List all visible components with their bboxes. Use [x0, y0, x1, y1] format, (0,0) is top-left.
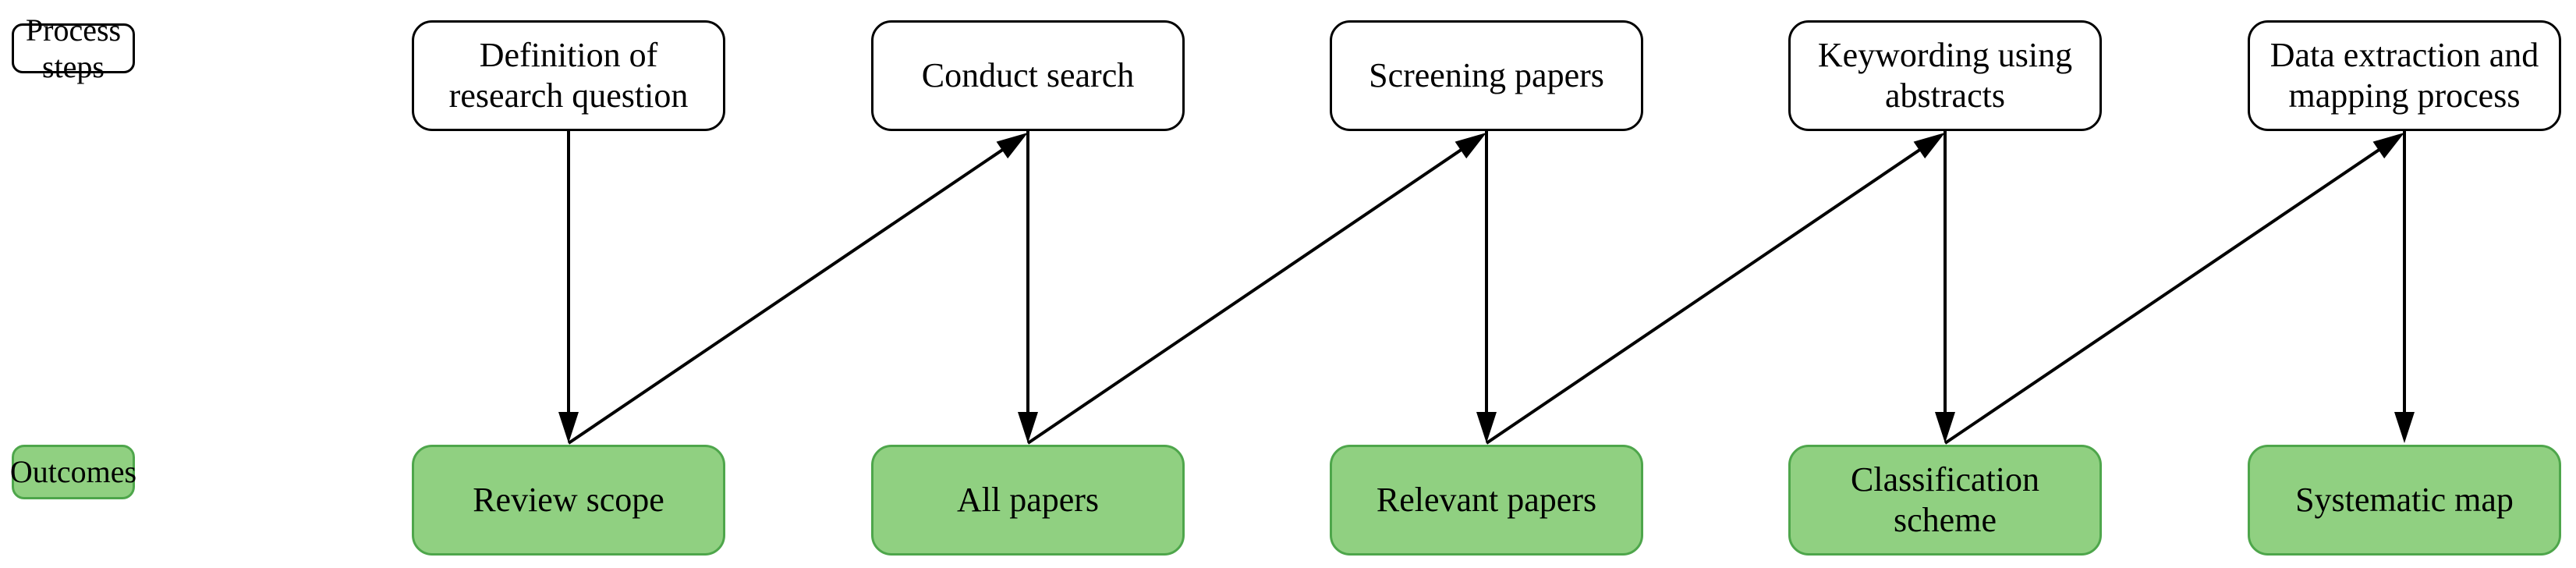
- arrow-p5-to-o5: [2394, 131, 2415, 443]
- arrow-p4-to-o4: [1935, 131, 1955, 443]
- node-label: Review scope: [473, 481, 664, 520]
- outcome-node-all-papers[interactable]: All papers: [871, 445, 1185, 556]
- arrow-p3-to-o3: [1476, 131, 1497, 443]
- outcome-node-classification-scheme[interactable]: Classification scheme: [1788, 445, 2102, 556]
- node-label: Data extraction and mapping process: [2270, 36, 2539, 115]
- arrow-shaft: [567, 147, 1006, 445]
- node-label: Keywording using abstracts: [1817, 36, 2073, 115]
- arrow-p2-to-o2: [1018, 131, 1038, 443]
- outcome-node-systematic-map[interactable]: Systematic map: [2248, 445, 2561, 556]
- node-label: Process steps: [25, 12, 122, 84]
- node-label: Classification scheme: [1851, 460, 2039, 539]
- arrow-head-icon: [996, 133, 1028, 159]
- node-label: Screening papers: [1369, 56, 1604, 95]
- node-label: Conduct search: [921, 56, 1135, 95]
- outcome-node-outcomes[interactable]: Outcomes: [10, 445, 136, 499]
- arrow-o2-to-p3: [1026, 133, 1486, 445]
- node-label: Definition of research question: [448, 36, 689, 115]
- arrow-shaft: [1944, 147, 2383, 445]
- process-node-screening-papers[interactable]: Screening papers: [1330, 20, 1643, 131]
- process-node-keywording-using-abstracts[interactable]: Keywording using abstracts: [1788, 20, 2102, 131]
- process-node-conduct-search[interactable]: Conduct search: [871, 20, 1185, 131]
- arrow-p1-to-o1: [558, 131, 579, 443]
- process-node-data-extraction-and-mapping-process[interactable]: Data extraction and mapping process: [2248, 20, 2561, 131]
- outcome-node-relevant-papers[interactable]: Relevant papers: [1330, 445, 1643, 556]
- arrow-head-icon: [2372, 133, 2404, 159]
- outcome-node-review-scope[interactable]: Review scope: [412, 445, 725, 556]
- arrow-o3-to-p4: [1485, 133, 1945, 445]
- arrow-head-icon: [1455, 133, 1486, 159]
- arrow-head-icon: [1935, 412, 1955, 443]
- arrow-o4-to-p5: [1944, 133, 2404, 445]
- arrow-head-icon: [1476, 412, 1497, 443]
- arrow-head-icon: [2394, 412, 2415, 443]
- node-label: Systematic map: [2295, 481, 2514, 520]
- arrow-head-icon: [1018, 412, 1038, 443]
- arrow-shaft: [1485, 147, 1923, 445]
- arrow-head-icon: [1913, 133, 1945, 159]
- arrow-shaft: [1026, 147, 1465, 445]
- node-label: Outcomes: [9, 454, 137, 490]
- arrow-o1-to-p2: [567, 133, 1028, 445]
- node-label: Relevant papers: [1376, 481, 1597, 520]
- process-node-definition-of-research-question[interactable]: Definition of research question: [412, 20, 725, 131]
- node-label: All papers: [956, 481, 1100, 520]
- process-node-process-steps[interactable]: Process steps: [12, 12, 135, 84]
- arrow-head-icon: [558, 412, 579, 443]
